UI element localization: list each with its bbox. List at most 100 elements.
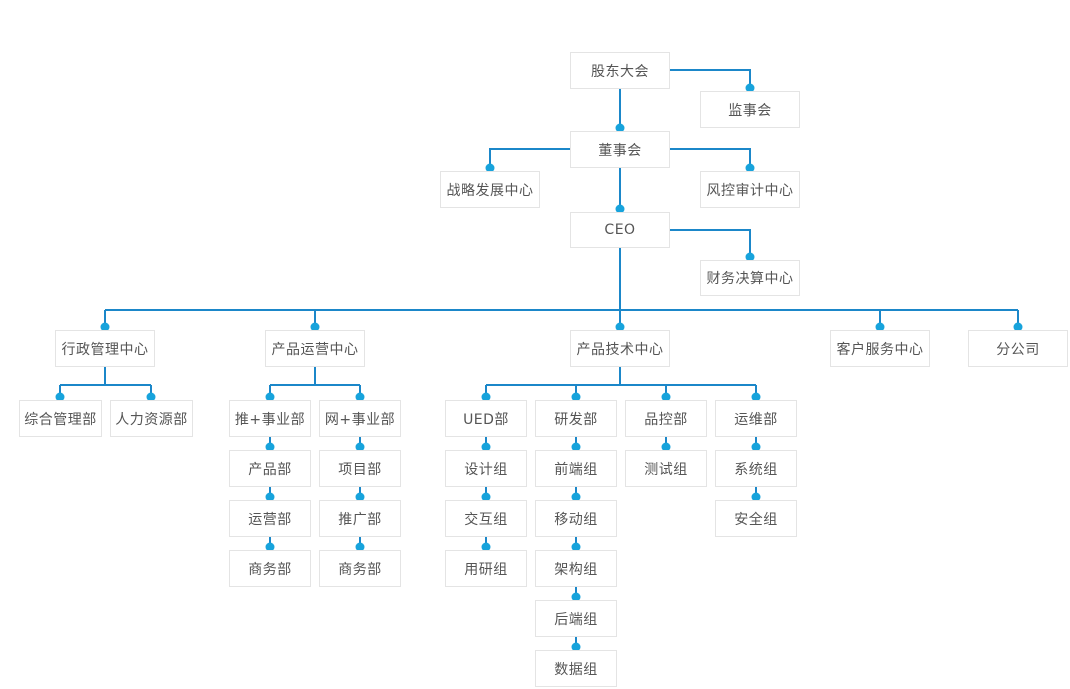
- connector-dot: [751, 392, 761, 402]
- connector-dot: [661, 442, 671, 452]
- org-node-product-dept: 产品部: [229, 450, 311, 487]
- org-node-label: 商务部: [338, 561, 382, 578]
- org-node-business-dept-tui: 商务部: [229, 550, 311, 587]
- org-node-quality-control-dept: 品控部: [625, 400, 707, 437]
- connector-dot: [615, 322, 625, 332]
- connector-dot: [55, 392, 65, 402]
- org-node-label: 监事会: [728, 102, 772, 119]
- org-node-backend-group: 后端组: [535, 600, 617, 637]
- org-node-supervisory-board: 监事会: [700, 91, 800, 128]
- org-node-tui-plus-division: 推+事业部: [229, 400, 311, 437]
- connector-dot: [615, 204, 625, 214]
- org-node-architecture-group: 架构组: [535, 550, 617, 587]
- connector-dot: [615, 123, 625, 133]
- connector-dot: [745, 83, 755, 93]
- org-node-label: 推+事业部: [234, 411, 306, 428]
- org-node-label: UED部: [463, 411, 509, 428]
- org-node-customer-service-center: 客户服务中心: [830, 330, 930, 367]
- org-node-admin-management-center: 行政管理中心: [55, 330, 155, 367]
- org-node-label: 战略发展中心: [446, 182, 534, 199]
- org-node-interaction-group: 交互组: [445, 500, 527, 537]
- org-node-data-group: 数据组: [535, 650, 617, 687]
- org-node-label: CEO: [604, 222, 636, 238]
- org-node-promotion-dept: 推广部: [319, 500, 401, 537]
- org-node-product-technology-center: 产品技术中心: [570, 330, 670, 367]
- org-node-label: 商务部: [248, 561, 292, 578]
- org-node-label: 项目部: [338, 461, 382, 478]
- org-node-label: 产品运营中心: [271, 341, 359, 358]
- connector-dot: [265, 542, 275, 552]
- org-node-label: 数据组: [554, 661, 598, 678]
- org-node-system-group: 系统组: [715, 450, 797, 487]
- connector-dot: [745, 252, 755, 262]
- org-node-financial-settlement-center: 财务决算中心: [700, 260, 800, 296]
- org-node-label: 推广部: [338, 511, 382, 528]
- org-node-label: 运营部: [248, 511, 292, 528]
- org-node-label: 系统组: [734, 461, 778, 478]
- org-node-label: 人力资源部: [115, 411, 188, 428]
- connector-dot: [481, 542, 491, 552]
- connector-dot: [745, 163, 755, 173]
- connector-dot: [751, 442, 761, 452]
- org-node-general-management-dept: 综合管理部: [19, 400, 102, 437]
- connector-dot: [481, 392, 491, 402]
- connector-dot: [571, 642, 581, 652]
- connector-dot: [485, 163, 495, 173]
- connector-dot: [310, 322, 320, 332]
- connector-dot: [751, 492, 761, 502]
- org-node-user-research-group: 用研组: [445, 550, 527, 587]
- org-node-label: 股东大会: [591, 63, 649, 80]
- connector-dot: [1013, 322, 1023, 332]
- connector-dot: [146, 392, 156, 402]
- org-node-branch-company: 分公司: [968, 330, 1068, 367]
- connector-dot: [481, 492, 491, 502]
- org-node-strategy-development-center: 战略发展中心: [440, 171, 540, 208]
- connector-line: [670, 229, 751, 257]
- org-node-label: 财务决算中心: [706, 271, 794, 287]
- org-node-label: 风控审计中心: [706, 182, 794, 199]
- connector-dot: [355, 442, 365, 452]
- org-node-label: 分公司: [996, 341, 1040, 358]
- org-node-label: 运维部: [734, 411, 778, 428]
- connector-dot: [571, 442, 581, 452]
- org-node-label: 测试组: [644, 461, 688, 478]
- org-node-label: 前端组: [554, 461, 598, 478]
- connector-dot: [571, 392, 581, 402]
- connector-line: [489, 148, 570, 168]
- org-node-shareholders-meeting: 股东大会: [570, 52, 670, 89]
- org-node-label: 研发部: [554, 411, 598, 428]
- org-node-label: 董事会: [598, 142, 642, 159]
- connector-dot: [661, 392, 671, 402]
- org-node-label: 交互组: [464, 511, 508, 528]
- org-node-label: 行政管理中心: [61, 341, 149, 358]
- org-node-label: 移动组: [554, 511, 598, 528]
- connector-dot: [571, 592, 581, 602]
- org-node-board-of-directors: 董事会: [570, 131, 670, 168]
- org-node-design-group: 设计组: [445, 450, 527, 487]
- connector-line: [670, 69, 751, 88]
- org-node-label: 用研组: [464, 561, 508, 578]
- connector-dot: [355, 392, 365, 402]
- org-node-human-resources-dept: 人力资源部: [110, 400, 193, 437]
- org-node-rnd-dept: 研发部: [535, 400, 617, 437]
- connector-dot: [355, 492, 365, 502]
- org-node-label: 综合管理部: [24, 411, 97, 428]
- org-node-product-operation-center: 产品运营中心: [265, 330, 365, 367]
- org-node-label: 网+事业部: [324, 411, 396, 428]
- org-node-operation-dept: 运营部: [229, 500, 311, 537]
- connector-dot: [571, 492, 581, 502]
- org-node-label: 品控部: [644, 411, 688, 428]
- org-node-wang-plus-division: 网+事业部: [319, 400, 401, 437]
- connector-dot: [355, 542, 365, 552]
- org-node-security-group: 安全组: [715, 500, 797, 537]
- org-node-ceo: CEO: [570, 212, 670, 248]
- org-node-label: 后端组: [554, 611, 598, 628]
- connector-line: [670, 148, 751, 168]
- org-node-label: 架构组: [554, 561, 598, 578]
- connector-dot: [265, 442, 275, 452]
- org-node-operations-maintenance-dept: 运维部: [715, 400, 797, 437]
- org-node-label: 产品技术中心: [576, 341, 664, 358]
- org-node-label: 客户服务中心: [836, 341, 924, 358]
